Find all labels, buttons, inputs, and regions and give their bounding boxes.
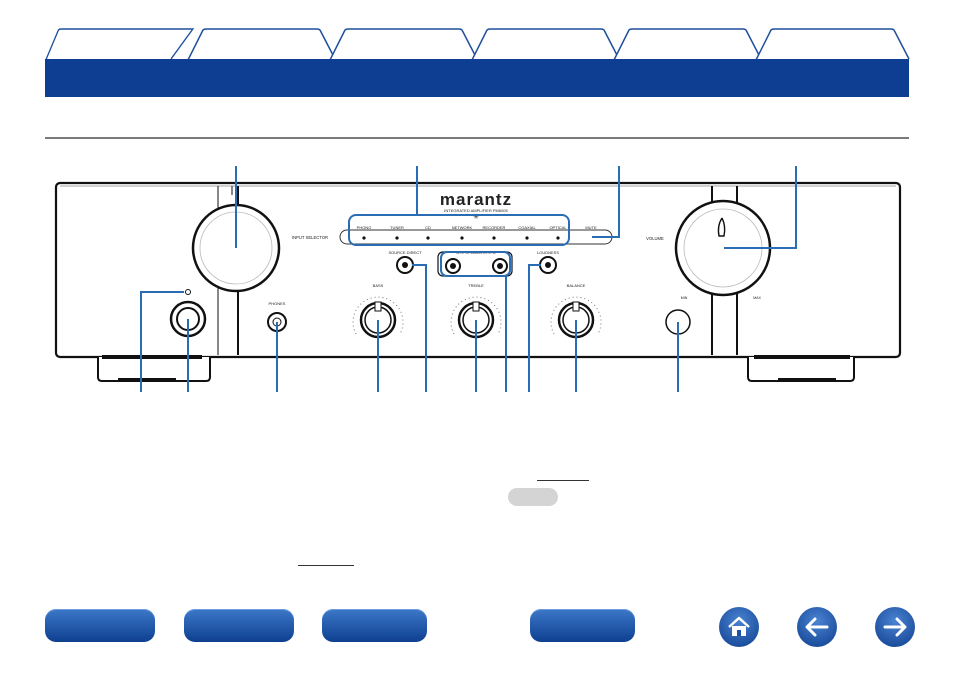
- phones-label: PHONES: [269, 301, 286, 306]
- treble-label: TREBLE: [468, 283, 484, 288]
- svg-text:✳: ✳: [473, 213, 479, 221]
- mute-label: MUTE: [585, 225, 597, 230]
- tab-6[interactable]: [755, 28, 911, 60]
- footer-button-1[interactable]: [45, 609, 155, 642]
- model-label: INTEGRATED AMPLIFIER PM6005: [444, 208, 508, 213]
- input-tuner: TUNER: [390, 225, 404, 230]
- title-banner: [45, 59, 909, 97]
- input-cd: CD: [425, 225, 431, 230]
- back-arrow-icon: [805, 617, 829, 637]
- footer-button-3[interactable]: [322, 609, 427, 642]
- home-icon: [728, 616, 750, 636]
- tab-3[interactable]: [329, 28, 479, 60]
- volume-label: VOLUME: [646, 236, 664, 241]
- balance-label: BALANCE: [567, 283, 586, 288]
- callout-lines: [140, 166, 797, 392]
- reference-link-underline[interactable]: [537, 480, 589, 481]
- input-network: NETWORK: [452, 225, 473, 230]
- min-label: MIN: [681, 296, 688, 300]
- section-divider: [45, 137, 909, 139]
- input-optical: OPTICAL: [549, 225, 567, 230]
- input-phono: PHONO: [357, 225, 372, 230]
- tab-5[interactable]: [613, 28, 763, 60]
- footer-button-4[interactable]: [530, 609, 635, 642]
- input-coaxial: COAXIAL: [518, 225, 536, 230]
- forward-button[interactable]: [875, 607, 915, 647]
- loudness-label: LOUDNESS: [537, 250, 559, 255]
- source-direct-label: SOURCE DIRECT: [388, 250, 422, 255]
- back-button[interactable]: [797, 607, 837, 647]
- home-button[interactable]: [719, 607, 759, 647]
- tab-1[interactable]: [45, 28, 195, 60]
- front-panel-diagram: marantz INTEGRATED AMPLIFIER PM6005 ✳ IN…: [54, 166, 902, 392]
- input-selector-label: INPUT SELECTOR: [292, 235, 328, 240]
- input-recorder: RECORDER: [483, 225, 506, 230]
- tab-2[interactable]: [187, 28, 337, 60]
- max-label: MAX: [753, 296, 761, 300]
- tab-4[interactable]: [471, 28, 621, 60]
- reference-link-underline-2[interactable]: [298, 565, 354, 566]
- brand-logo: marantz: [440, 190, 512, 209]
- footer-button-2[interactable]: [184, 609, 294, 642]
- note-pill: [508, 488, 558, 506]
- bass-label: BASS: [373, 283, 384, 288]
- forward-arrow-icon: [883, 617, 907, 637]
